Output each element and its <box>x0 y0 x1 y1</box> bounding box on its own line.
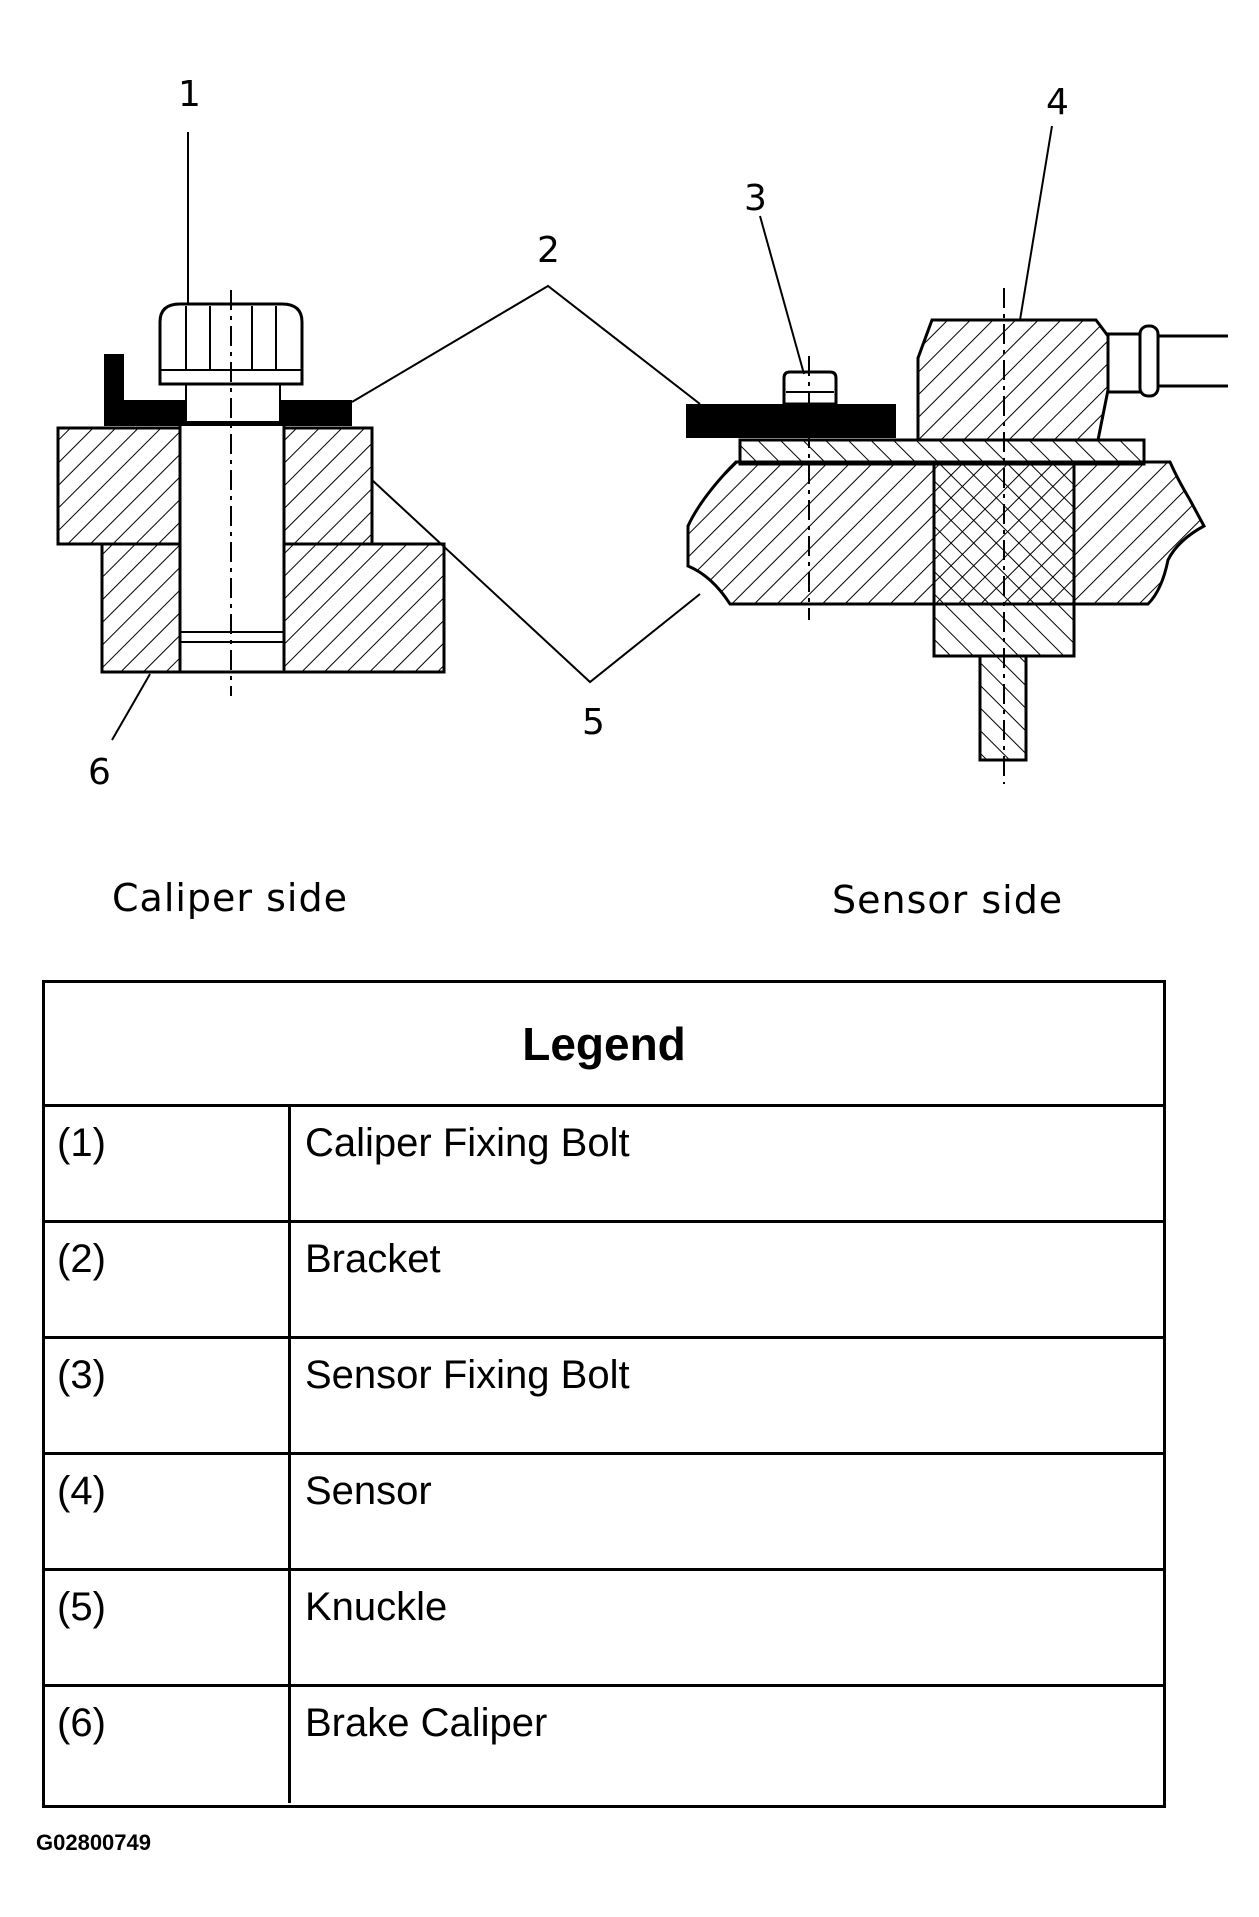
legend-number: (3) <box>45 1339 291 1452</box>
legend-number: (4) <box>45 1455 291 1568</box>
sensor-side-caption: Sensor side <box>832 878 1064 922</box>
sensor-side-view <box>686 288 1228 784</box>
legend-number: (5) <box>45 1571 291 1684</box>
sensor-body <box>916 318 1110 442</box>
callout-5: 5 <box>582 702 605 743</box>
legend-label: Sensor <box>305 1469 432 1513</box>
legend-label: Brake Caliper <box>305 1701 548 1745</box>
callout-2: 2 <box>537 230 560 271</box>
legend-number: (6) <box>45 1687 291 1803</box>
legend-number: (1) <box>45 1107 291 1220</box>
legend-table: Legend (1) Caliper Fixing Bolt (2) Brack… <box>42 980 1166 1808</box>
figure-id: G02800749 <box>36 1830 151 1855</box>
callout-3: 3 <box>744 178 767 219</box>
legend-label: Sensor Fixing Bolt <box>305 1353 630 1397</box>
callout-6: 6 <box>88 752 111 793</box>
legend-row: (1) Caliper Fixing Bolt <box>45 1107 1163 1223</box>
legend-row: (6) Brake Caliper <box>45 1687 1163 1803</box>
leader-lines <box>111 125 1053 741</box>
legend-label: Bracket <box>305 1237 441 1281</box>
callout-1: 1 <box>178 74 201 115</box>
caliper-side-bracket <box>104 354 352 426</box>
sensor-side-bracket <box>686 404 896 438</box>
sensor-fixing-bolt <box>782 370 838 406</box>
legend-number: (2) <box>45 1223 291 1336</box>
legend-row: (3) Sensor Fixing Bolt <box>45 1339 1163 1455</box>
caliper-side-caption: Caliper side <box>112 876 348 920</box>
legend-label: Caliper Fixing Bolt <box>305 1121 630 1165</box>
callout-4: 4 <box>1046 82 1069 123</box>
sensor-tip <box>978 654 1028 762</box>
legend-row: (4) Sensor <box>45 1455 1163 1571</box>
legend-row: (5) Knuckle <box>45 1571 1163 1687</box>
legend-title: Legend <box>45 983 1163 1107</box>
legend-row: (2) Bracket <box>45 1223 1163 1339</box>
legend-label: Knuckle <box>305 1585 448 1629</box>
caliper-side-view <box>56 290 446 696</box>
sensor-installation-diagram: 1 2 3 4 5 6 <box>56 74 1228 793</box>
